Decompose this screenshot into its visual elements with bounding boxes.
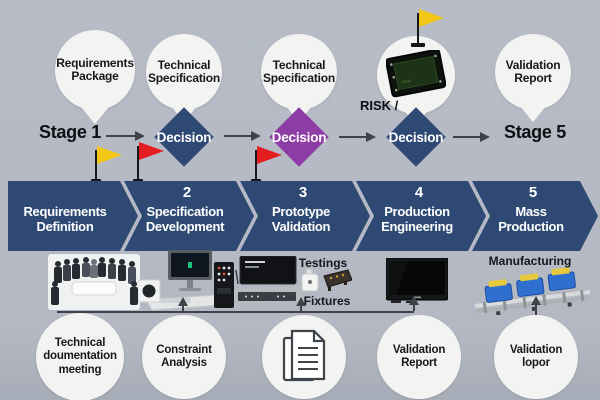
fixtures-label: Fixtures: [303, 294, 351, 308]
flag-pole: [417, 13, 419, 46]
red-flag-icon: [139, 142, 164, 160]
manufacturing-label: Manufacturing: [488, 254, 572, 268]
test-devices-photo: [301, 268, 352, 292]
up-arrow-icon: [178, 297, 188, 306]
technical-documentation-meeting-circle: Technical doumentation meeting: [36, 313, 124, 400]
flag-pole-base: [411, 43, 425, 47]
red-flag-icon: [257, 146, 282, 164]
chevron-label: Prototype Validation: [271, 204, 331, 235]
up-arrow-icon: [409, 296, 419, 305]
connector-stub: [413, 304, 415, 311]
production-line-photo: [474, 267, 590, 315]
chevron-prototype-validation: 3 Prototype Validation: [240, 181, 370, 251]
test-station-photo: [234, 256, 304, 304]
constraint-analysis-circle: Constraint Analysis: [142, 315, 226, 399]
technical-specification-bubble-1: Technical Specification: [146, 34, 222, 110]
flag-pole: [95, 150, 97, 183]
connector-stub: [535, 304, 537, 317]
validation-lopor-circle: Validation lopor: [494, 315, 578, 399]
chevron-production-engineering: 4 Production Engineering: [356, 181, 486, 251]
risk-label: RISK /: [360, 98, 399, 113]
decision-diamond-3: Decision: [386, 107, 446, 167]
connector-line: [57, 311, 414, 313]
chevron-label: Production Engineering: [381, 204, 453, 235]
chevron-number: 4: [414, 184, 424, 201]
requirements-package-bubble: Requirements Package: [55, 30, 135, 110]
decision-label: Decision: [271, 129, 327, 145]
yellow-flag-icon: [97, 146, 122, 164]
yellow-flag-icon: [419, 9, 444, 27]
flag-pole: [255, 150, 257, 183]
tv-photo: [386, 258, 448, 303]
document-stack-icon: [282, 329, 326, 382]
validation-report-bubble-top: Validation Report: [495, 34, 571, 110]
validation-report-circle: Validation Report: [377, 315, 461, 399]
bubble-tail: [81, 107, 109, 124]
chevron-number: 5: [528, 184, 538, 201]
chevron-number: 2: [182, 184, 192, 201]
connector-stub: [182, 305, 184, 311]
chevron-mass-production: 5 Mass Production: [472, 181, 598, 251]
chevron-label: Mass Production: [498, 204, 564, 235]
chevron-requirements-definition: Requirements Definition: [8, 181, 138, 251]
up-arrow-icon: [296, 297, 306, 306]
decision-label: Decision: [156, 129, 212, 145]
decision-label: Decision: [388, 129, 444, 145]
stage1-label: Stage 1: [39, 122, 101, 142]
up-arrow-icon: [531, 296, 541, 305]
flag-pole: [137, 146, 139, 183]
arrow-right-icon: [339, 132, 376, 142]
chevron-label: Specification Development: [145, 204, 225, 235]
circuit-board-icon: [386, 50, 446, 98]
testings-label: Testings: [298, 256, 348, 270]
stage5-label: Stage 5: [504, 122, 566, 142]
chevron-label: Requirements Definition: [23, 204, 107, 235]
decision-diamond-1: Decision: [154, 107, 214, 167]
decision-diamond-2: Decision: [269, 107, 329, 167]
meeting-photo: [48, 254, 140, 310]
arrow-right-icon: [224, 131, 261, 141]
connector-stub: [300, 305, 302, 311]
bubble-tail: [519, 105, 547, 122]
arrow-right-icon: [453, 132, 490, 142]
chevron-number: 3: [298, 184, 308, 201]
chevron-specification-development: 2 Specification Development: [124, 181, 254, 251]
arrow-right-icon: [106, 131, 145, 141]
technical-specification-bubble-2: Technical Specification: [261, 34, 337, 110]
